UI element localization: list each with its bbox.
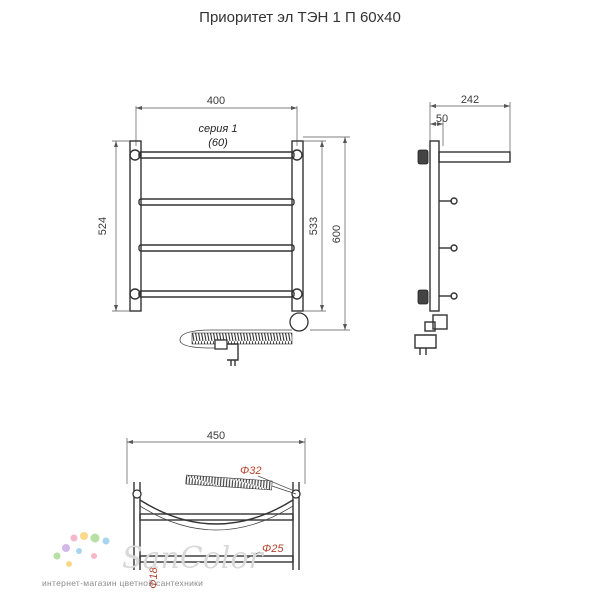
rail-3: [138, 244, 295, 252]
watermark-dot: [102, 537, 110, 545]
side-depth-label: 242: [461, 94, 479, 106]
side-view: 242 50: [414, 94, 511, 355]
left-post: [129, 140, 142, 312]
side-plug: [414, 334, 437, 349]
watermark-dot: [62, 544, 70, 552]
heater-diameter-label: Φ32: [240, 465, 261, 477]
side-offset-label: 50: [436, 113, 448, 125]
watermark-dot: [53, 552, 61, 560]
watermark-tagline: интернет-магазин цветной сантехники: [42, 578, 203, 588]
bottom-rail-2: [139, 555, 294, 563]
watermark-dot: [76, 548, 82, 554]
rail-4: [138, 290, 295, 298]
front-height-label-533: 533: [308, 217, 320, 235]
watermark-dot: [66, 561, 72, 567]
watermark-dot: [70, 534, 78, 542]
watermark: SanColor интернет-магазин цветной сантех…: [42, 532, 264, 588]
series-sub-label: (60): [208, 137, 228, 149]
heater-coil: [191, 332, 293, 345]
front-height-label-600: 600: [331, 225, 343, 243]
front-height-label-524: 524: [97, 217, 109, 235]
series-label: серия 1: [199, 123, 238, 135]
bottom-rail-1: [139, 513, 294, 521]
heater-knob: [289, 312, 309, 332]
watermark-dot: [80, 532, 88, 540]
bottom-width-label: 450: [207, 430, 225, 442]
watermark-dot: [91, 553, 97, 559]
right-post: [291, 140, 304, 312]
front-width-label: 400: [207, 95, 225, 107]
drawing-title: Приоритет эл ТЭН 1 П 60х40: [199, 9, 401, 26]
curved-shelf: [139, 499, 294, 525]
top-shelf-rail: [438, 151, 511, 163]
bottom-view: 450 Φ32 Φ25 Φ18: [126, 430, 306, 589]
power-plug: [227, 343, 239, 361]
post-diameter-label: Φ18: [148, 566, 160, 588]
front-view: 400 серия 1 (60) 524 533: [97, 95, 350, 366]
watermark-dot: [90, 533, 100, 543]
rail-1: [138, 151, 295, 159]
side-post: [429, 140, 440, 312]
rail-2: [138, 198, 295, 206]
bottom-heater-coil: [185, 474, 273, 491]
rail-diameter-label: Φ25: [262, 543, 284, 555]
watermark-logo: SanColor: [122, 541, 264, 576]
